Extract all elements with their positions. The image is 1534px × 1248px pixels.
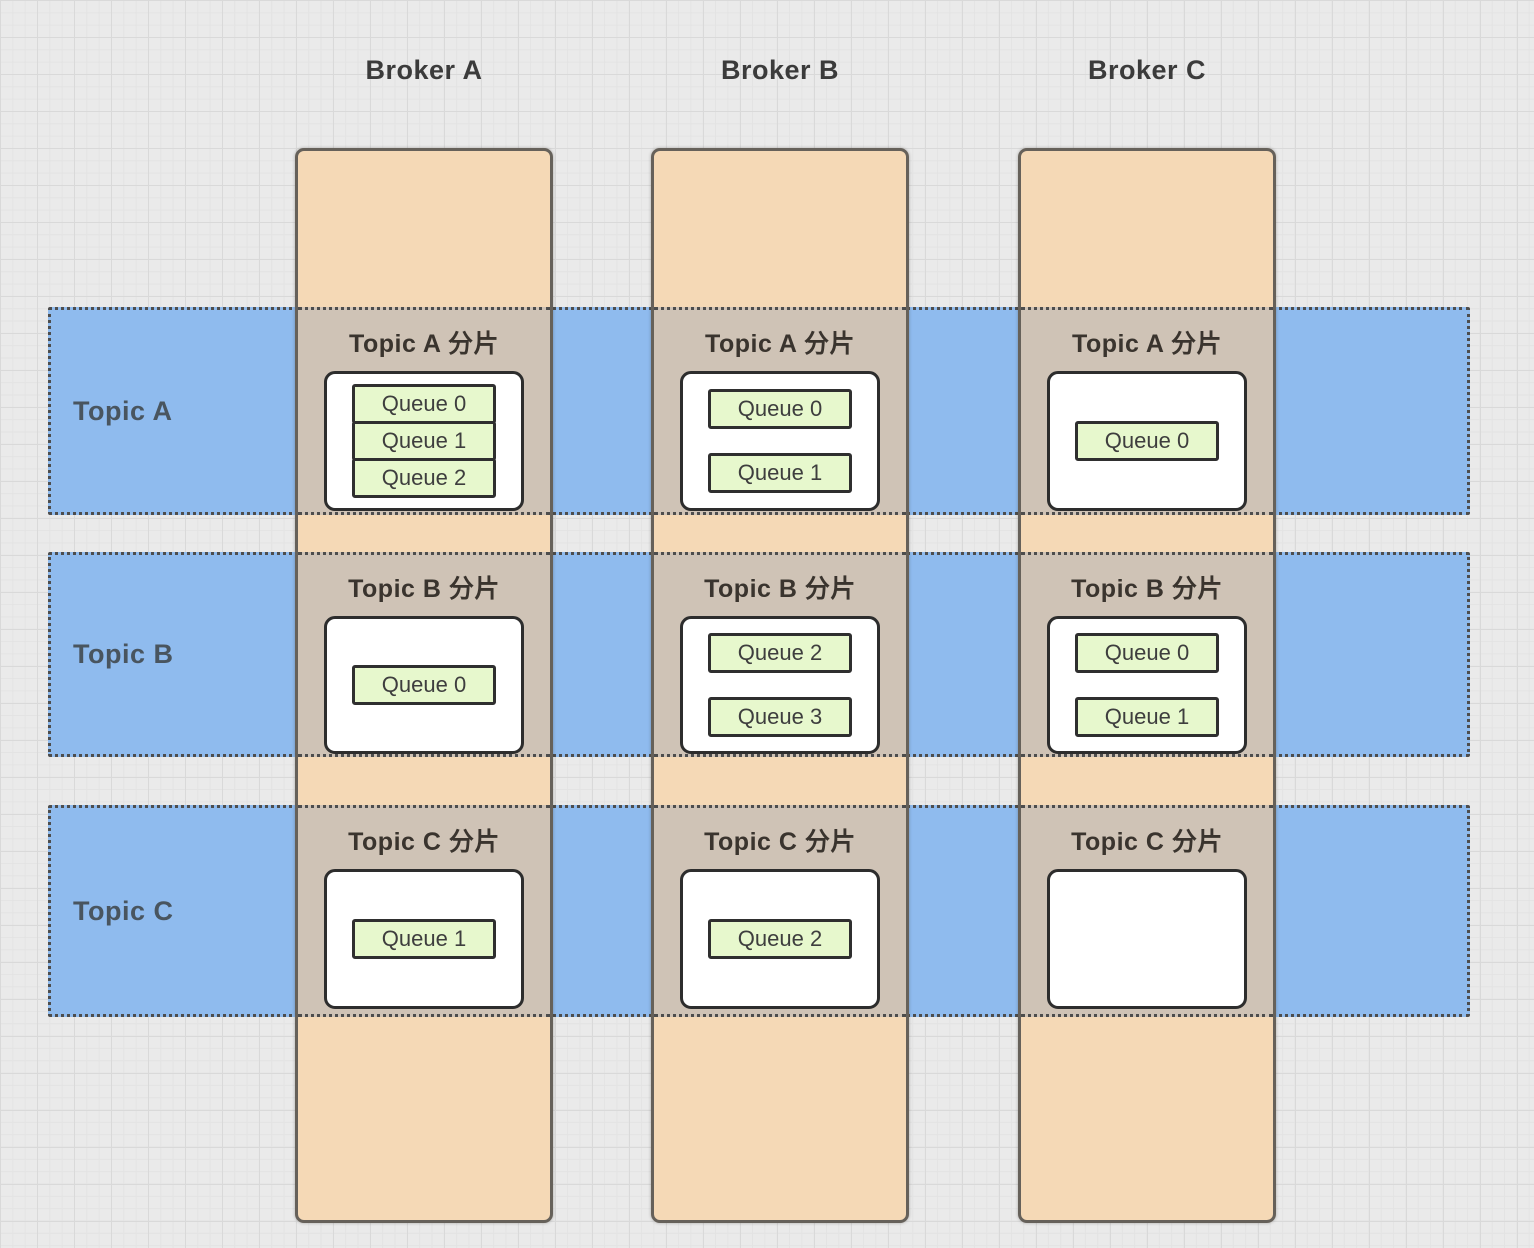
queue-chip: Queue 2 <box>708 633 852 673</box>
broker-label-a: Broker A <box>365 55 483 85</box>
queue-chip: Queue 2 <box>708 919 852 959</box>
shard-label: Topic A 分片 <box>705 330 855 358</box>
topic-label-c: Topic C <box>73 895 174 926</box>
queue-chip: Queue 3 <box>708 697 852 737</box>
queue-chip: Queue 0 <box>708 389 852 429</box>
queue-panel: Queue 1 <box>324 869 524 1009</box>
queue-panel <box>1047 869 1247 1009</box>
shard-label: Topic A 分片 <box>1072 330 1222 358</box>
shard-label: Topic B 分片 <box>1071 575 1223 603</box>
topic-label-b: Topic B <box>73 639 174 669</box>
shard-cell-b-c: Topic C 分片 Queue 2 <box>654 805 906 1017</box>
shard-cell-b-a: Topic A 分片 Queue 0 Queue 1 <box>654 307 906 515</box>
shard-cell-c-a: Topic A 分片 Queue 0 <box>1021 307 1273 515</box>
shard-label: Topic C 分片 <box>348 828 500 856</box>
broker-label-b: Broker B <box>720 55 840 85</box>
queue-panel: Queue 0 <box>1047 371 1247 511</box>
topic-label-a: Topic A <box>73 395 173 426</box>
queue-chip: Queue 0 <box>352 384 496 424</box>
queue-panel: Queue 0 <box>324 616 524 754</box>
queue-panel: Queue 2 <box>680 869 880 1009</box>
queue-chip: Queue 1 <box>1075 697 1219 737</box>
queue-chip: Queue 0 <box>1075 633 1219 673</box>
shard-label: Topic B 分片 <box>704 575 856 603</box>
shard-cell-c-b: Topic B 分片 Queue 0 Queue 1 <box>1021 552 1273 757</box>
queue-panel: Queue 0 Queue 1 <box>1047 616 1247 754</box>
queue-chip: Queue 1 <box>352 919 496 959</box>
queue-panel: Queue 0 Queue 1 <box>680 371 880 511</box>
queue-chip: Queue 0 <box>1075 421 1219 461</box>
queue-chip: Queue 1 <box>352 421 496 461</box>
shard-cell-b-b: Topic B 分片 Queue 2 Queue 3 <box>654 552 906 757</box>
shard-label: Topic C 分片 <box>704 828 856 856</box>
shard-label: Topic A 分片 <box>349 330 499 358</box>
shard-cell-c-c: Topic C 分片 <box>1021 805 1273 1017</box>
broker-label-c: Broker C <box>1087 55 1207 85</box>
shard-label: Topic B 分片 <box>348 575 500 603</box>
queue-panel: Queue 2 Queue 3 <box>680 616 880 754</box>
shard-label: Topic C 分片 <box>1071 828 1223 856</box>
queue-chip: Queue 0 <box>352 665 496 705</box>
shard-cell-a-c: Topic C 分片 Queue 1 <box>298 805 550 1017</box>
shard-cell-a-b: Topic B 分片 Queue 0 <box>298 552 550 757</box>
queue-chip: Queue 2 <box>352 458 496 498</box>
queue-chip: Queue 1 <box>708 453 852 493</box>
